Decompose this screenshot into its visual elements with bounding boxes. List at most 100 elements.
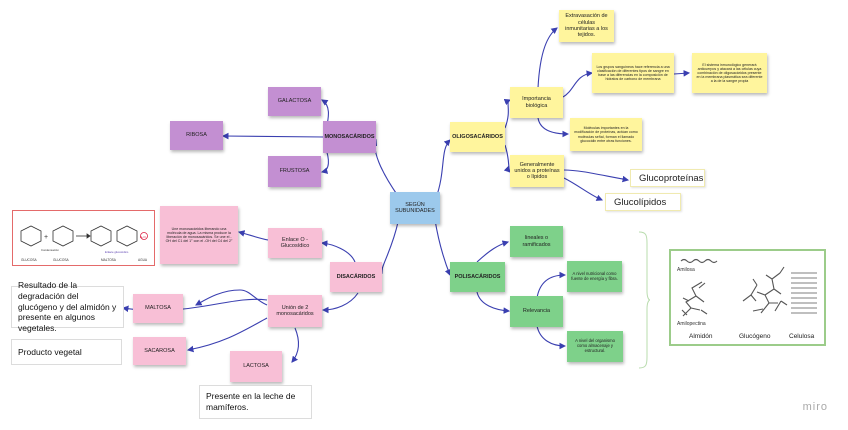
maltose-formation-image: + H₂O GLUCOSA GLUCOSA MALTOSA AGUA Conde… xyxy=(12,210,155,266)
enlace-description-node[interactable]: Une monosacáridos liberando una molécula… xyxy=(160,206,238,264)
condensacion-label: Condensación xyxy=(41,248,59,252)
sacarosa-description-card[interactable]: Producto vegetal xyxy=(11,339,122,365)
frustosa-node[interactable]: FRUSTOSA xyxy=(268,156,321,187)
galactosa-label: GALACTOSA xyxy=(277,98,312,105)
edge-oligo-unidos xyxy=(503,144,511,173)
edge-unidos-glucoproteinas xyxy=(563,169,630,183)
union-text: Unión de 2 monosacáridos xyxy=(276,304,314,317)
enlace-image-label: Enlace glucosídico xyxy=(105,250,129,254)
bracket-line xyxy=(638,231,650,369)
edge-oligo-importancia xyxy=(503,98,512,129)
polisacaridos-structures-image: Amilosa Amilopectina Almidón Glucógeno C… xyxy=(669,249,826,346)
edge-importancia-moleculas xyxy=(537,117,570,138)
almidon-label: Almidón xyxy=(689,333,713,340)
edge-importancia-grupos xyxy=(562,70,594,98)
glucolipidos-card[interactable]: Glucolípidos xyxy=(605,193,681,211)
enlace-text: Enlace O - Glucosídico xyxy=(280,236,310,249)
miro-logo: miro xyxy=(802,401,828,413)
oligosacaridos-node[interactable]: OLIGOSACÁRIDOS xyxy=(450,122,505,152)
polisacaridos-node[interactable]: POLISACÁRIDOS xyxy=(450,262,505,292)
lactosa-label: LACTOSA xyxy=(243,363,269,370)
center-label: SEGÚN SUBUNIDADES xyxy=(395,201,435,214)
polisacaridos-title: POLISACÁRIDOS xyxy=(454,273,501,280)
starch-glycogen-cellulose-drawing: Amilosa Amilopectina Almidón Glucógeno C… xyxy=(677,258,817,340)
edge-center-disacaridos xyxy=(376,221,399,275)
unidos-node[interactable]: Generalmente unidos a proteínas o lípido… xyxy=(510,155,564,187)
estructural-text: A nivel del organismo como almacenaje y … xyxy=(575,338,615,353)
lactosa-description: Presente en la leche de mamíferos. xyxy=(206,391,296,412)
edge-relevancia-nutricional xyxy=(536,271,567,299)
ribosa-node[interactable]: RIBOSA xyxy=(170,121,223,150)
edge-union-lactosa xyxy=(291,327,299,363)
lactosa-description-card[interactable]: Presente en la leche de mamíferos. xyxy=(199,385,312,419)
glucoproteinas-text: Glucoproteínas xyxy=(639,172,704,184)
maltosa-node[interactable]: MALTOSA xyxy=(133,294,183,323)
nutricional-text: A nivel nutricional como fuente de energ… xyxy=(571,270,618,281)
sistema-inmunologico-text: El sistema inmunológico generará anticue… xyxy=(696,62,763,84)
edge-grupos-sistema xyxy=(673,70,691,77)
oligosacaridos-title: OLIGOSACÁRIDOS xyxy=(452,133,503,140)
extravasacion-node[interactable]: Extravasación de células inmunitarias a … xyxy=(559,10,614,42)
edge-center-oligosacaridos xyxy=(435,139,451,199)
ribosa-label: RIBOSA xyxy=(186,132,207,139)
disacaridos-node[interactable]: DISACÁRIDOS xyxy=(330,262,382,292)
unidos-text: Generalmente unidos a proteínas o lípido… xyxy=(514,161,560,181)
grupos-sanguineos-text: Los grupos sanguíneos hace referencia a … xyxy=(596,64,670,82)
monosacaridos-node[interactable]: MONOSACÁRIDOS xyxy=(323,121,376,153)
edge-poli-lineales xyxy=(476,240,510,263)
sacarosa-label: SACAROSA xyxy=(144,347,175,354)
sacarosa-node[interactable]: SACAROSA xyxy=(133,337,186,365)
maltosa-label: MALTOSA xyxy=(145,305,171,312)
center-node[interactable]: SEGÚN SUBUNIDADES xyxy=(390,192,440,224)
edge-disac-union xyxy=(321,292,359,314)
relevancia-text: Relevancia xyxy=(522,308,551,315)
glucosa2-label: GLUCOSA xyxy=(53,258,69,262)
glucoproteinas-card[interactable]: Glucoproteínas xyxy=(630,169,705,187)
sistema-inmunologico-node[interactable]: El sistema inmunológico generará anticue… xyxy=(692,53,767,93)
relevancia-node[interactable]: Relevancia xyxy=(510,296,563,327)
glucogeno-label: Glucógeno xyxy=(739,333,771,340)
extravasacion-text: Extravasación de células inmunitarias a … xyxy=(565,13,608,39)
disacaridos-title: DISACÁRIDOS xyxy=(336,273,376,280)
lineales-node[interactable]: lineales o ramificados xyxy=(510,226,563,257)
enlace-note-text: Une monosacáridos liberando una molécula… xyxy=(165,226,233,244)
maltosa-image-label: MALTOSA xyxy=(101,258,117,262)
agua-label: AGUA xyxy=(138,258,148,262)
edge-unidos-glucolipidos xyxy=(563,177,604,201)
lineales-text: lineales o ramificados xyxy=(522,235,551,248)
nutricional-node[interactable]: A nivel nutricional como fuente de energ… xyxy=(567,261,622,292)
frustosa-label: FRUSTOSA xyxy=(279,168,310,175)
edge-importancia-extravasacion xyxy=(537,27,558,89)
svg-text:H₂O: H₂O xyxy=(140,235,146,239)
celulosa-label: Celulosa xyxy=(789,333,815,340)
edge-union-maltosa xyxy=(195,289,268,306)
union-monosacaridos-node[interactable]: Unión de 2 monosacáridos xyxy=(268,295,322,327)
edge-enlace-note xyxy=(237,230,269,241)
edge-center-monosacaridos xyxy=(370,138,399,197)
edge-disac-enlace xyxy=(320,240,356,263)
galactosa-node[interactable]: GALACTOSA xyxy=(268,87,321,116)
edge-relevancia-estructural xyxy=(536,325,567,350)
enlace-glucosidico-node[interactable]: Enlace O - Glucosídico xyxy=(268,228,322,258)
estructural-node[interactable]: A nivel del organismo como almacenaje y … xyxy=(567,331,623,362)
edge-poli-relevancia xyxy=(476,291,511,314)
amilopectina-label: Amilopectina xyxy=(677,321,706,327)
lactosa-node[interactable]: LACTOSA xyxy=(230,351,282,382)
edge-mono-ribosa xyxy=(221,132,325,140)
glucosa1-label: GLUCOSA xyxy=(21,258,37,262)
edge-union-sacarosa xyxy=(186,317,268,353)
grupos-sanguineos-node[interactable]: Los grupos sanguíneos hace referencia a … xyxy=(592,53,674,93)
glucolipidos-text: Glucolípidos xyxy=(614,196,667,208)
maltosa-description: Resultado de la degradación del glucógen… xyxy=(18,280,117,333)
maltose-reaction-drawing: + H₂O GLUCOSA GLUCOSA MALTOSA AGUA Conde… xyxy=(20,225,148,262)
amilosa-label: Amilosa xyxy=(677,267,695,273)
maltosa-description-card[interactable]: Resultado de la degradación del glucógen… xyxy=(11,280,124,333)
sacarosa-description: Producto vegetal xyxy=(18,346,82,357)
svg-text:+: + xyxy=(44,234,48,241)
importancia-biologica-node[interactable]: Importancia biológica xyxy=(510,87,563,118)
moleculas-node[interactable]: Moléculas importantes en la modificación… xyxy=(570,118,642,151)
edge-center-polisacaridos xyxy=(434,219,452,277)
importancia-label: Importancia biológica xyxy=(522,96,551,109)
